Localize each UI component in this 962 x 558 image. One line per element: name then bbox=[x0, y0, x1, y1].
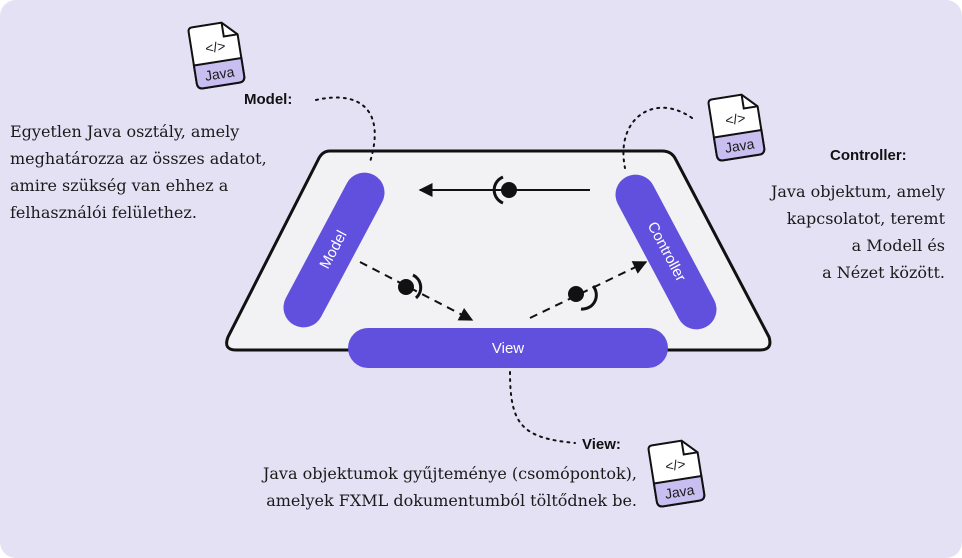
java-icon-symbol: </> bbox=[204, 37, 227, 56]
java-icon-caption: Java bbox=[204, 63, 236, 83]
controller-description-line: a Modell és bbox=[851, 236, 945, 255]
view-leader-line bbox=[509, 371, 576, 444]
controller-leader-line bbox=[622, 106, 693, 169]
controller-description: Java objektum, amely kapcsolatot, teremt… bbox=[771, 178, 945, 286]
java-icon-symbol: </> bbox=[664, 455, 687, 474]
model-description-line: meghatározza az összes adatot, bbox=[10, 149, 267, 168]
view-description-line: amelyek FXML dokumentumból töltődnek be. bbox=[266, 491, 637, 510]
view-component: View bbox=[348, 328, 668, 368]
view-description-line: Java objektumok gyűjteménye (csomópontok… bbox=[262, 464, 637, 483]
connector-ball-right bbox=[568, 285, 598, 311]
java-icon-caption: Java bbox=[664, 481, 696, 501]
connector-ball-top bbox=[492, 175, 517, 205]
model-description: Egyetlen Java osztály, amely meghatározz… bbox=[10, 118, 267, 226]
controller-description-line: a Nézet között. bbox=[822, 263, 945, 282]
model-component: Model bbox=[283, 172, 385, 328]
controller-description-line: kapcsolatot, teremt bbox=[786, 209, 945, 228]
java-file-icon: </> Java bbox=[647, 437, 707, 509]
view-to-controller-arrow bbox=[529, 261, 648, 319]
model-leader-line bbox=[315, 96, 376, 163]
view-heading: View: bbox=[582, 436, 621, 453]
view-description: Java objektumok gyűjteménye (csomópontok… bbox=[263, 460, 637, 514]
model-description-line: felhasználói felülethez. bbox=[10, 203, 197, 222]
java-file-icon: </> Java bbox=[707, 91, 767, 163]
model-description-line: amire szükség van ehhez a bbox=[10, 176, 229, 195]
connector-ball-left bbox=[398, 273, 423, 300]
java-icon-symbol: </> bbox=[724, 109, 747, 128]
view-label: View bbox=[492, 340, 524, 357]
model-heading: Model: bbox=[244, 91, 293, 108]
java-icon-caption: Java bbox=[724, 135, 756, 155]
controller-heading: Controller: bbox=[830, 147, 907, 164]
java-file-icon: </> Java bbox=[187, 19, 247, 91]
model-to-view-arrow bbox=[359, 261, 474, 321]
controller-description-line: Java objektum, amely bbox=[770, 182, 945, 201]
model-description-line: Egyetlen Java osztály, amely bbox=[10, 122, 240, 141]
